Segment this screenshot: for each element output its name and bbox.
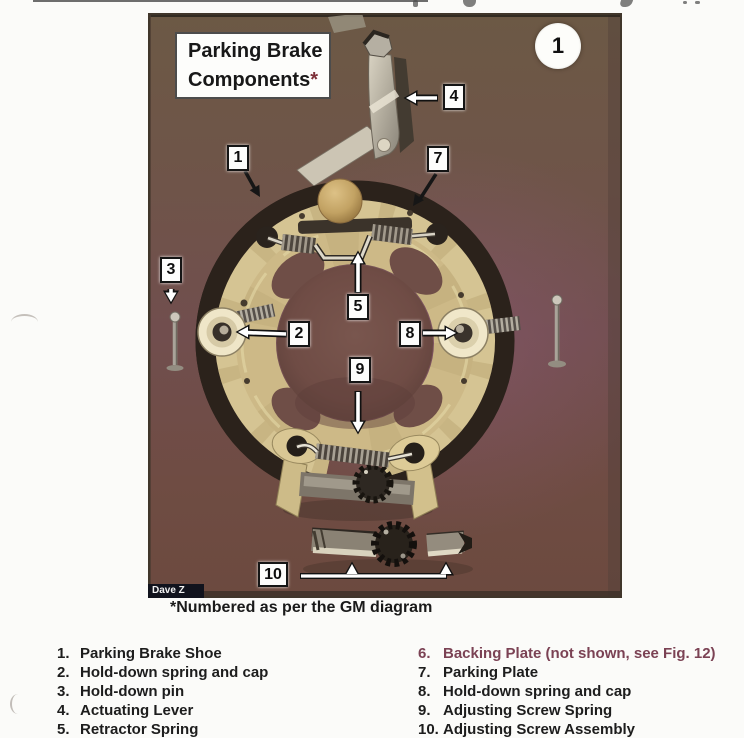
part-label-10: 10: [258, 562, 288, 587]
anchor-pin-knob: [317, 178, 363, 224]
arrow-right-icon: [422, 325, 459, 341]
arrow-down-right-icon: [243, 170, 260, 197]
cropped-text-artifact: [618, 0, 634, 7]
part-label-9: 9: [349, 357, 371, 383]
brake-photo-illustration: [148, 13, 622, 598]
legend-item-number: 1.: [57, 645, 70, 662]
hold-down-cap-left: [197, 303, 276, 357]
actuating-lever: [296, 13, 414, 187]
legend-item-number: 10.: [418, 721, 439, 738]
photo-caption: *Numbered as per the GM diagram: [170, 599, 433, 616]
part-label-8: 8: [399, 321, 421, 347]
legend-item: 10. Adjusting Screw Assembly: [418, 720, 744, 738]
hold-down-cap-right: [437, 307, 521, 359]
part-label-5: 5: [347, 294, 369, 320]
hold-down-pin-left: [166, 311, 184, 371]
photo-title-box: Parking Brake Components*: [175, 32, 331, 99]
legend-item-text: Retractor Spring: [80, 721, 199, 738]
arrow-down-left-icon: [413, 173, 438, 206]
parking-brake-photo: Parking Brake Components* 1 1 4 7 3 5 2 …: [148, 13, 622, 598]
legend-item-number: 2.: [57, 664, 70, 681]
legend-item-number: 8.: [418, 683, 431, 700]
scan-artifact: [10, 694, 26, 714]
arrow-down-icon: [163, 289, 179, 305]
legend-item: 7. Parking Plate: [418, 663, 744, 682]
legend-item: 2. Hold-down spring and cap: [57, 663, 387, 682]
cropped-text-artifact: [683, 1, 687, 4]
cropped-text-artifact: [695, 1, 700, 4]
cropped-text-artifact: [413, 0, 418, 7]
legend-item-text: Actuating Lever: [80, 702, 194, 719]
legend-item-number: 6.: [418, 645, 431, 662]
cropped-text-artifact: [463, 0, 476, 7]
legend-left-column: 1. Parking Brake Shoe 2. Hold-down sprin…: [57, 644, 387, 738]
hold-down-pin-right: [548, 294, 566, 368]
adjusting-screw-spring: [271, 428, 440, 521]
part-label-7: 7: [427, 146, 449, 172]
cropped-text-artifact: [33, 0, 428, 2]
bracket-up-arrows-icon: [300, 561, 454, 579]
photo-credit: Dave Z: [148, 584, 204, 598]
arrow-left-icon: [403, 90, 438, 106]
arrow-left-icon: [235, 324, 288, 340]
photo-title-asterisk: *: [310, 69, 319, 91]
figure-number-badge: 1: [535, 23, 581, 69]
retractor-spring: [267, 224, 436, 261]
legend-item-number: 7.: [418, 664, 431, 681]
legend-item-highlighted: 6. Backing Plate (not shown, see Fig. 12…: [418, 644, 744, 663]
legend-item: 8. Hold-down spring and cap: [418, 682, 744, 701]
legend-right-column: 6. Backing Plate (not shown, see Fig. 12…: [418, 644, 744, 738]
legend-item-text: Adjusting Screw Spring: [443, 702, 613, 719]
part-label-4: 4: [443, 84, 465, 110]
callout-arrows: [163, 90, 459, 579]
arrow-up-icon: [350, 250, 366, 293]
legend-item-text: Adjusting Screw Assembly: [443, 721, 635, 738]
legend-item: 9. Adjusting Screw Spring: [418, 701, 744, 720]
legend-item-text: Parking Brake Shoe: [80, 645, 222, 662]
legend-item: 5. Retractor Spring: [57, 720, 387, 738]
legend-item-text: Parking Plate: [443, 664, 539, 681]
legend-item: 4. Actuating Lever: [57, 701, 387, 720]
legend-item-number: 5.: [57, 721, 70, 738]
legend-item-text: Hold-down pin: [80, 683, 185, 700]
part-label-1: 1: [227, 145, 249, 171]
legend-item-number: 3.: [57, 683, 70, 700]
legend-item-number: 9.: [418, 702, 431, 719]
legend-item: 3. Hold-down pin: [57, 682, 387, 701]
part-label-3: 3: [160, 257, 182, 283]
arrow-down-icon: [350, 391, 366, 435]
legend-item-text: Hold-down spring and cap: [80, 664, 269, 681]
photo-title-line1: Parking Brake: [188, 40, 323, 62]
legend-item-text: Hold-down spring and cap: [443, 683, 632, 700]
scan-artifact: [11, 314, 38, 330]
legend-item-number: 4.: [57, 702, 70, 719]
part-label-2: 2: [288, 321, 310, 347]
legend-item-text: Backing Plate (not shown, see Fig. 12): [443, 645, 716, 662]
legend-item: 1. Parking Brake Shoe: [57, 644, 387, 663]
photo-title-line2: Components: [188, 69, 311, 91]
